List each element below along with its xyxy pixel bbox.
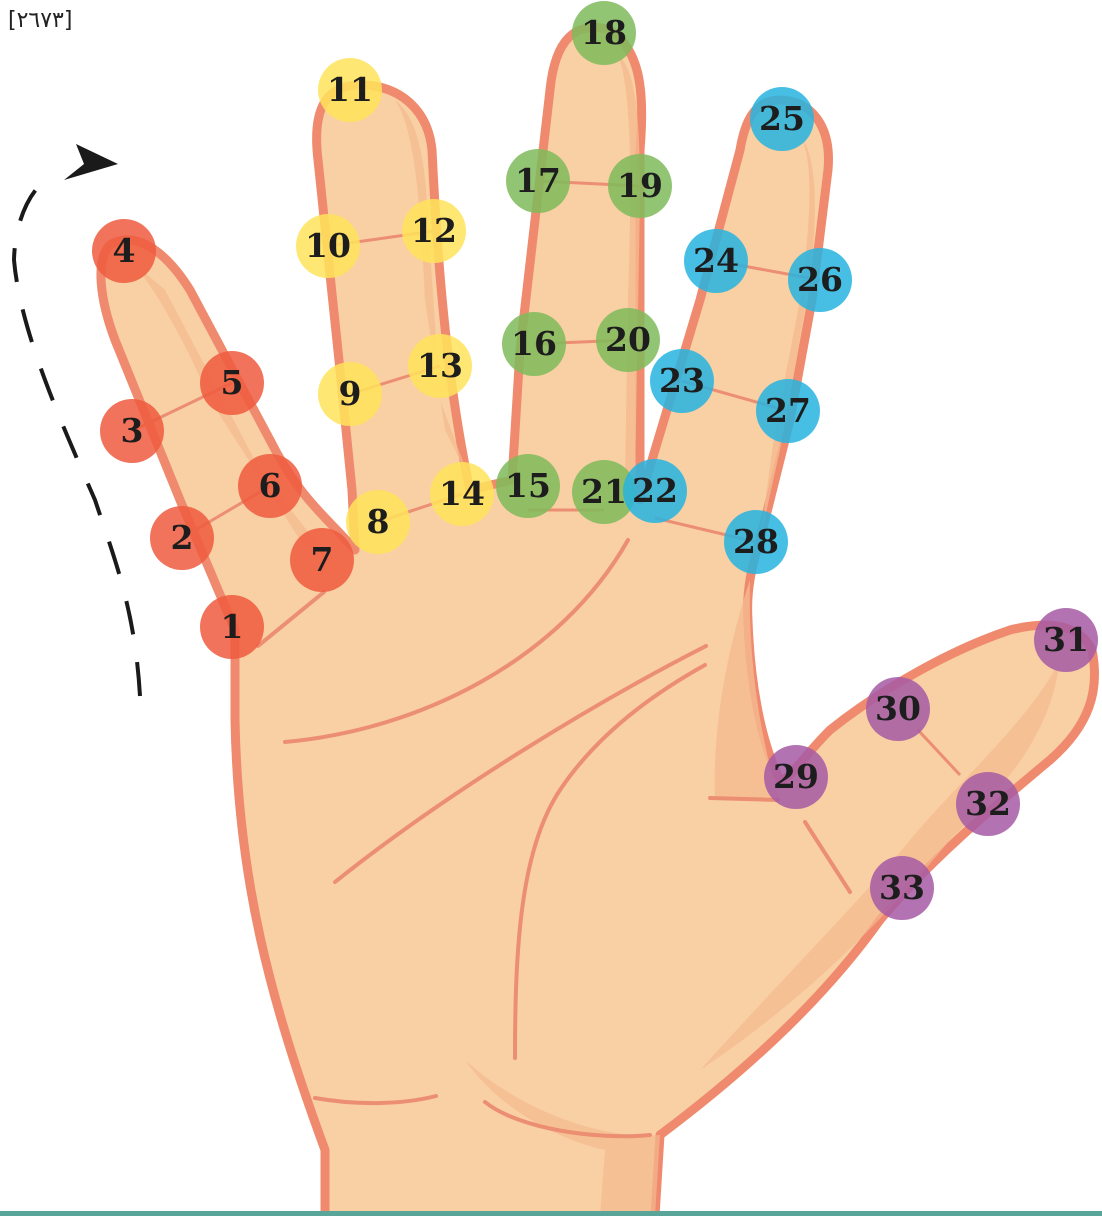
point-label: 5 [221, 363, 244, 402]
point-label: 18 [581, 13, 627, 52]
point-label: 22 [632, 471, 678, 510]
point-7: 7 [290, 528, 354, 592]
point-label: 13 [417, 346, 463, 385]
point-label: 3 [121, 411, 144, 450]
point-2: 2 [150, 506, 214, 570]
point-label: 28 [733, 522, 779, 561]
point-8: 8 [346, 490, 410, 554]
point-31: 31 [1034, 608, 1098, 672]
point-10: 10 [296, 214, 360, 278]
point-label: 21 [581, 472, 627, 511]
point-label: 19 [617, 166, 663, 205]
point-label: 1 [221, 607, 244, 646]
reference-number: [٢٦٧٣] [8, 8, 72, 33]
point-label: 12 [411, 211, 457, 250]
point-6: 6 [238, 454, 302, 518]
point-label: 2 [171, 518, 194, 557]
point-label: 4 [113, 231, 136, 270]
point-18: 18 [572, 1, 636, 65]
point-5: 5 [200, 351, 264, 415]
point-9: 9 [318, 362, 382, 426]
bottom-rule [0, 1211, 1102, 1216]
point-label: 11 [327, 70, 373, 109]
point-13: 13 [408, 334, 472, 398]
point-12: 12 [402, 199, 466, 263]
point-28: 28 [724, 510, 788, 574]
point-label: 7 [311, 540, 334, 579]
point-26: 26 [788, 248, 852, 312]
point-label: 10 [305, 226, 351, 265]
point-15: 15 [496, 454, 560, 518]
point-30: 30 [866, 677, 930, 741]
arrowhead-icon [64, 144, 118, 180]
point-label: 14 [439, 474, 485, 513]
point-33: 33 [870, 856, 934, 920]
point-label: 31 [1043, 620, 1089, 659]
point-11: 11 [318, 58, 382, 122]
point-label: 20 [605, 320, 651, 359]
point-3: 3 [100, 399, 164, 463]
point-20: 20 [596, 308, 660, 372]
point-label: 25 [759, 99, 805, 138]
point-29: 29 [764, 745, 828, 809]
point-17: 17 [506, 149, 570, 213]
point-label: 6 [259, 466, 282, 505]
point-label: 26 [797, 260, 843, 299]
point-22: 22 [623, 459, 687, 523]
point-label: 9 [339, 374, 362, 413]
point-27: 27 [756, 379, 820, 443]
point-label: 29 [773, 757, 819, 796]
point-label: 17 [515, 161, 561, 200]
point-19: 19 [608, 154, 672, 218]
point-1: 1 [200, 595, 264, 659]
point-label: 24 [693, 241, 739, 280]
point-32: 32 [956, 772, 1020, 836]
point-24: 24 [684, 229, 748, 293]
point-label: 16 [511, 324, 557, 363]
point-23: 23 [650, 349, 714, 413]
point-label: 8 [367, 502, 390, 541]
point-label: 27 [765, 391, 811, 430]
point-14: 14 [430, 462, 494, 526]
point-25: 25 [750, 87, 814, 151]
point-16: 16 [502, 312, 566, 376]
point-label: 30 [875, 689, 921, 728]
point-label: 23 [659, 361, 705, 400]
point-4: 4 [92, 219, 156, 283]
point-label: 15 [505, 466, 551, 505]
point-label: 33 [879, 868, 925, 907]
point-label: 32 [965, 784, 1011, 823]
